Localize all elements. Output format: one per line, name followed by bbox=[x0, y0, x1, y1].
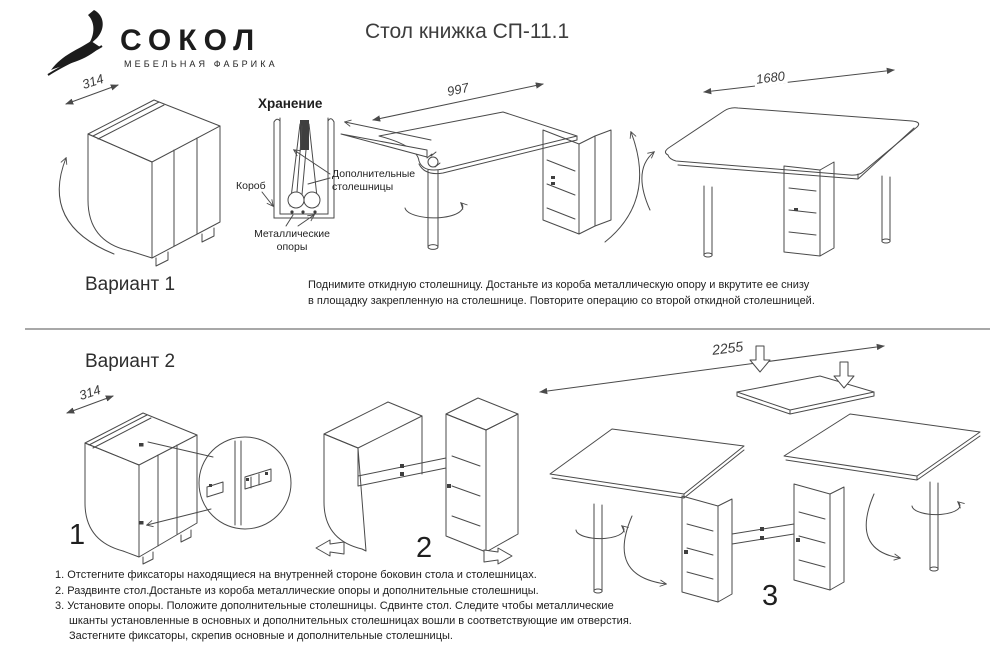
drawing-half-open-table: 997 bbox=[333, 72, 653, 267]
drawing-step3-assembled-table: 2255 3 bbox=[532, 334, 997, 639]
lift-leaf-arrow-icon bbox=[604, 132, 641, 243]
pull-left-arrow-icon bbox=[315, 539, 345, 557]
step2-drawing bbox=[315, 397, 519, 565]
drawing-closed-table-v1: 314 bbox=[52, 70, 247, 272]
instruction-item-3: 3. Установите опоры. Положите дополнител… bbox=[55, 600, 632, 642]
storage-heading: Хранение bbox=[258, 96, 323, 111]
storage-detail: Хранение Короб Дополнительные столешницы… bbox=[232, 92, 437, 262]
screw-rotate-arrow-icon bbox=[404, 203, 463, 219]
variant2-label: Вариант 2 bbox=[85, 351, 176, 372]
screw-rotate-arrow-icon bbox=[911, 502, 960, 516]
variant1-instructions: Поднимите откидную столешницу. Достаньте… bbox=[308, 279, 815, 307]
drawing-open-table: 1680 bbox=[641, 58, 947, 263]
drawing-step1-closed-table: 314 1 bbox=[55, 381, 305, 575]
label-korob: Короб bbox=[236, 180, 266, 192]
instruction-item-1: 1. Отстегните фиксаторы находящиеся на в… bbox=[55, 569, 537, 581]
insert-top-arrow-icon bbox=[833, 361, 855, 389]
brand-subtitle: МЕБЕЛЬНАЯ ФАБРИКА bbox=[124, 59, 278, 69]
screw-rotate-arrow-icon bbox=[575, 526, 624, 540]
label-extra-tabletops: Дополнительные столешницы bbox=[332, 168, 416, 194]
step2-number: 2 bbox=[416, 532, 433, 564]
insert-top-arrow-icon bbox=[749, 345, 771, 373]
storage-box-drawing bbox=[261, 117, 335, 227]
variant2-instruction-list: 1. Отстегните фиксаторы находящиеся на в… bbox=[55, 568, 633, 645]
brand-logo: СОКОЛ МЕБЕЛЬНАЯ ФАБРИКА bbox=[47, 6, 308, 76]
unfold-arrow-icon bbox=[58, 158, 115, 255]
step3-number: 3 bbox=[762, 580, 779, 612]
pull-right-arrow-icon bbox=[483, 547, 513, 565]
label-metal-supports: Металлические опоры bbox=[254, 228, 330, 254]
drawing-step2-expanded-frame: 2 bbox=[296, 356, 531, 571]
variant1-label: Вариант 1 bbox=[85, 274, 176, 295]
brand-name: СОКОЛ bbox=[120, 24, 262, 57]
swing-arrow-icon bbox=[865, 493, 900, 558]
step1-number: 1 bbox=[69, 519, 86, 551]
to-storage-arrow-icon bbox=[340, 133, 428, 158]
step3-drawing bbox=[539, 343, 981, 603]
page-title: Стол книжка СП-11.1 bbox=[365, 20, 570, 43]
half-open-table-drawing bbox=[340, 82, 641, 250]
instruction-item-2: 2. Раздвинте стол.Достаньте из короба ме… bbox=[55, 584, 539, 597]
fold-arrow-icon bbox=[641, 152, 654, 211]
swing-arrow-icon bbox=[623, 515, 666, 584]
open-table-drawing bbox=[641, 67, 920, 258]
step1-drawing bbox=[66, 395, 292, 565]
falcon-swoosh-icon bbox=[47, 10, 103, 76]
section-divider bbox=[25, 328, 990, 330]
closed-table-drawing bbox=[58, 84, 221, 267]
